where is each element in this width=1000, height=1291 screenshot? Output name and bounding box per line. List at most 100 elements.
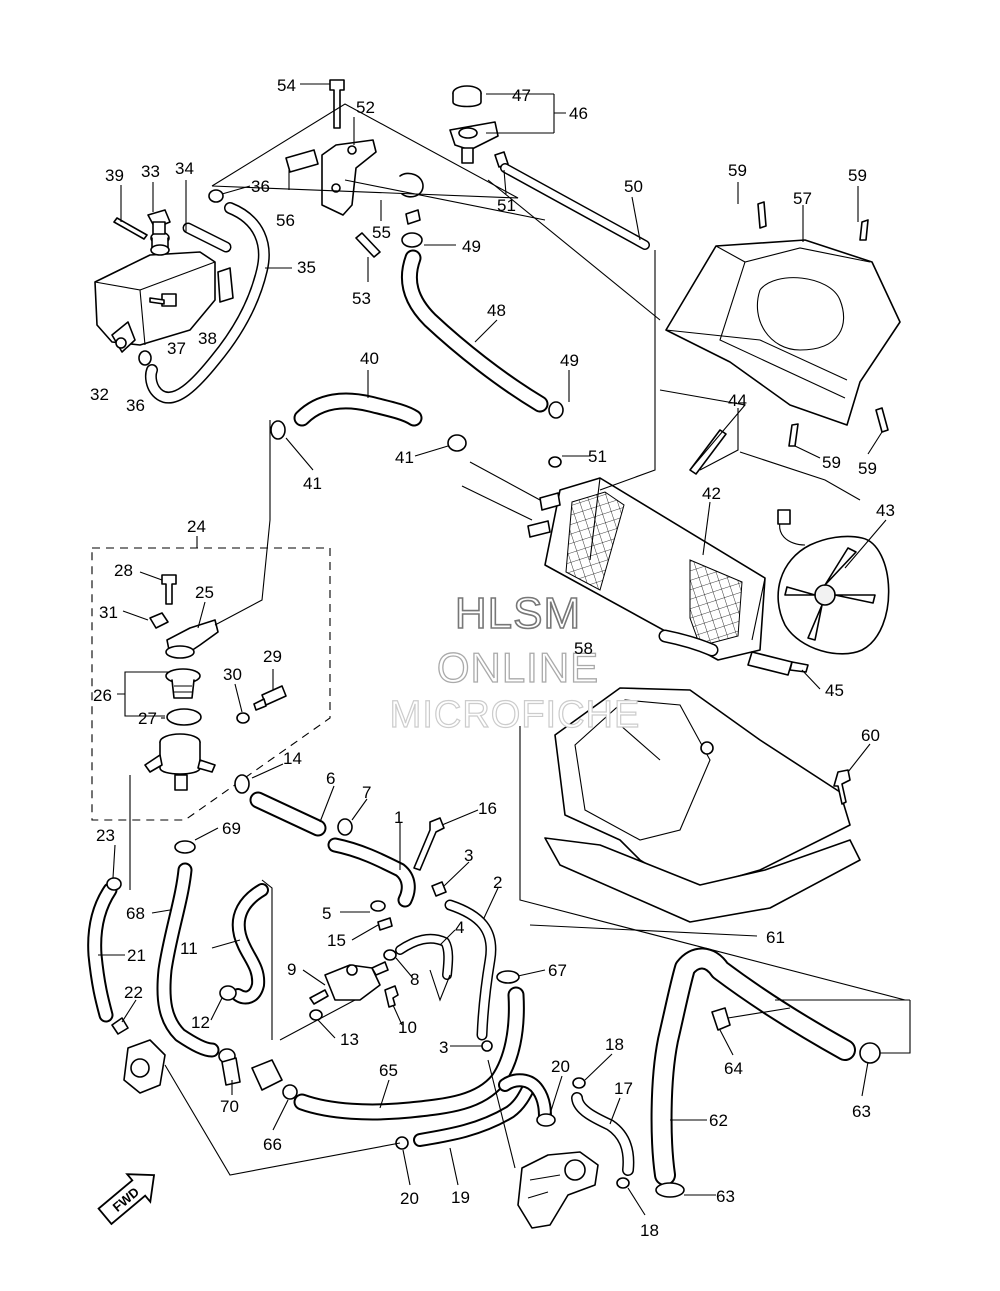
clamp-20-upper[interactable] [536, 1113, 556, 1127]
breather-pipe-50[interactable] [500, 163, 650, 250]
water-pipe-1[interactable] [327, 837, 416, 908]
clip-59-a[interactable] [757, 201, 767, 229]
hose-upper-pump[interactable] [498, 1073, 552, 1125]
clamp-13[interactable] [309, 1009, 323, 1021]
radiator-42[interactable] [527, 477, 766, 661]
callout-10: 10 [398, 1018, 417, 1037]
radiator-hose-48[interactable] [400, 249, 549, 413]
callout-66: 66 [263, 1135, 282, 1154]
callout-51-top: 51 [497, 196, 516, 215]
clamp-12[interactable] [219, 985, 237, 1001]
callout-26: 26 [93, 686, 112, 705]
hair-pin-44[interactable] [689, 429, 727, 475]
hose-68[interactable] [156, 862, 220, 1058]
connector-56[interactable] [285, 149, 319, 173]
bolt-10[interactable] [384, 985, 399, 1008]
hose-clip-55[interactable] [399, 172, 424, 198]
water-pump[interactable] [517, 1151, 599, 1229]
gasket-27[interactable] [166, 708, 202, 726]
clamp-8[interactable] [383, 949, 397, 961]
thermostat-cover-25[interactable] [165, 619, 219, 659]
hose-11[interactable] [231, 883, 269, 1005]
hose-clamp-14[interactable] [234, 774, 250, 794]
pipe-70[interactable] [221, 1057, 241, 1086]
thermostat-housing[interactable] [144, 733, 216, 791]
fan-sensor-45[interactable] [747, 651, 809, 676]
pump-housing-small[interactable] [123, 1039, 166, 1094]
bracket-bolt-53[interactable] [355, 232, 381, 258]
hose-clamp-36-top[interactable] [208, 189, 224, 203]
reservoir-cap[interactable] [147, 209, 171, 235]
radiator-hose-40[interactable] [293, 392, 423, 427]
clamp-63-right[interactable] [859, 1042, 881, 1064]
clip-59-d[interactable] [875, 407, 889, 433]
temperature-sensor-29[interactable] [253, 685, 287, 711]
hose-clamp-49-bottom[interactable] [548, 401, 564, 419]
fan-motor-43[interactable] [777, 509, 890, 655]
clamp-18-lower[interactable] [616, 1177, 630, 1189]
radiator-cap[interactable] [452, 85, 482, 108]
washer-30[interactable] [236, 712, 250, 724]
clamp-67[interactable] [496, 970, 520, 984]
reservoir-bolt-37[interactable] [149, 293, 177, 307]
hose-19[interactable] [413, 1078, 537, 1147]
hose-4[interactable] [395, 933, 454, 980]
hose-clamp-49-top[interactable] [401, 232, 423, 248]
bolt-3-lower[interactable] [481, 1040, 493, 1052]
bracket-bolt-54[interactable] [329, 79, 345, 129]
clamp-18-upper[interactable] [572, 1077, 586, 1089]
radiator-cover-58[interactable] [554, 687, 851, 891]
callout-62: 62 [709, 1111, 728, 1130]
bolt-3-upper[interactable] [431, 881, 447, 897]
clamp-20-lower[interactable] [395, 1136, 409, 1150]
callout-40: 40 [360, 349, 379, 368]
reservoir-overflow-hose[interactable] [145, 202, 270, 404]
bolt-28[interactable] [161, 574, 177, 605]
clip-22[interactable] [111, 1017, 129, 1035]
filler-neck[interactable] [449, 121, 499, 164]
clip-64[interactable] [711, 1007, 731, 1031]
reservoir-hose-short[interactable] [182, 222, 232, 253]
coolant-reservoir-tank[interactable] [94, 231, 216, 353]
hose-17[interactable] [571, 1092, 635, 1176]
hose-6[interactable] [249, 791, 327, 837]
filler-neck-bracket-52[interactable] [321, 139, 377, 216]
washer-5[interactable] [370, 900, 386, 912]
spacer-15[interactable] [377, 917, 393, 931]
bracket-31[interactable] [149, 612, 169, 629]
hose-clamp-7[interactable] [337, 818, 353, 836]
hose-62[interactable] [650, 947, 856, 1186]
clip-59-b[interactable] [859, 219, 869, 241]
callout-23: 23 [96, 826, 115, 845]
clamp-66[interactable] [282, 1084, 298, 1100]
clamp-23[interactable] [106, 877, 122, 891]
clip-64-strap [727, 1007, 791, 1019]
fan-connector[interactable] [777, 509, 791, 525]
callout-34: 34 [175, 159, 194, 178]
hose-2[interactable] [444, 899, 497, 1041]
callout-65: 65 [379, 1061, 398, 1080]
hose-clamp-41-right[interactable] [447, 434, 467, 452]
callout-11: 11 [180, 939, 198, 958]
reservoir-bracket-38[interactable] [217, 267, 234, 303]
hose-65[interactable] [293, 986, 525, 1121]
clamp-51-bottom[interactable] [548, 456, 562, 468]
callout-35: 35 [297, 258, 316, 277]
radiator-guard-61[interactable] [544, 837, 861, 923]
callout-53: 53 [352, 289, 371, 308]
hose-21[interactable] [87, 882, 118, 1023]
hose-clamp-41-left[interactable] [270, 420, 286, 440]
hose-clamp-36-bottom[interactable] [138, 350, 152, 366]
hose-clamp-69[interactable] [174, 840, 196, 854]
callout-51-bottom: 51 [588, 447, 607, 466]
pipe-short[interactable] [251, 1059, 283, 1091]
screw-60[interactable] [833, 769, 851, 805]
bolt-16[interactable] [413, 817, 445, 871]
clip-59-c[interactable] [788, 423, 799, 447]
joint-small[interactable] [405, 209, 421, 225]
clamp-63-lower[interactable] [655, 1182, 685, 1198]
thermostat-26[interactable] [165, 668, 201, 699]
radiator-outlet-hose[interactable] [658, 629, 719, 657]
fan-shroud-57[interactable] [665, 239, 901, 426]
joint-9[interactable] [309, 961, 389, 1005]
